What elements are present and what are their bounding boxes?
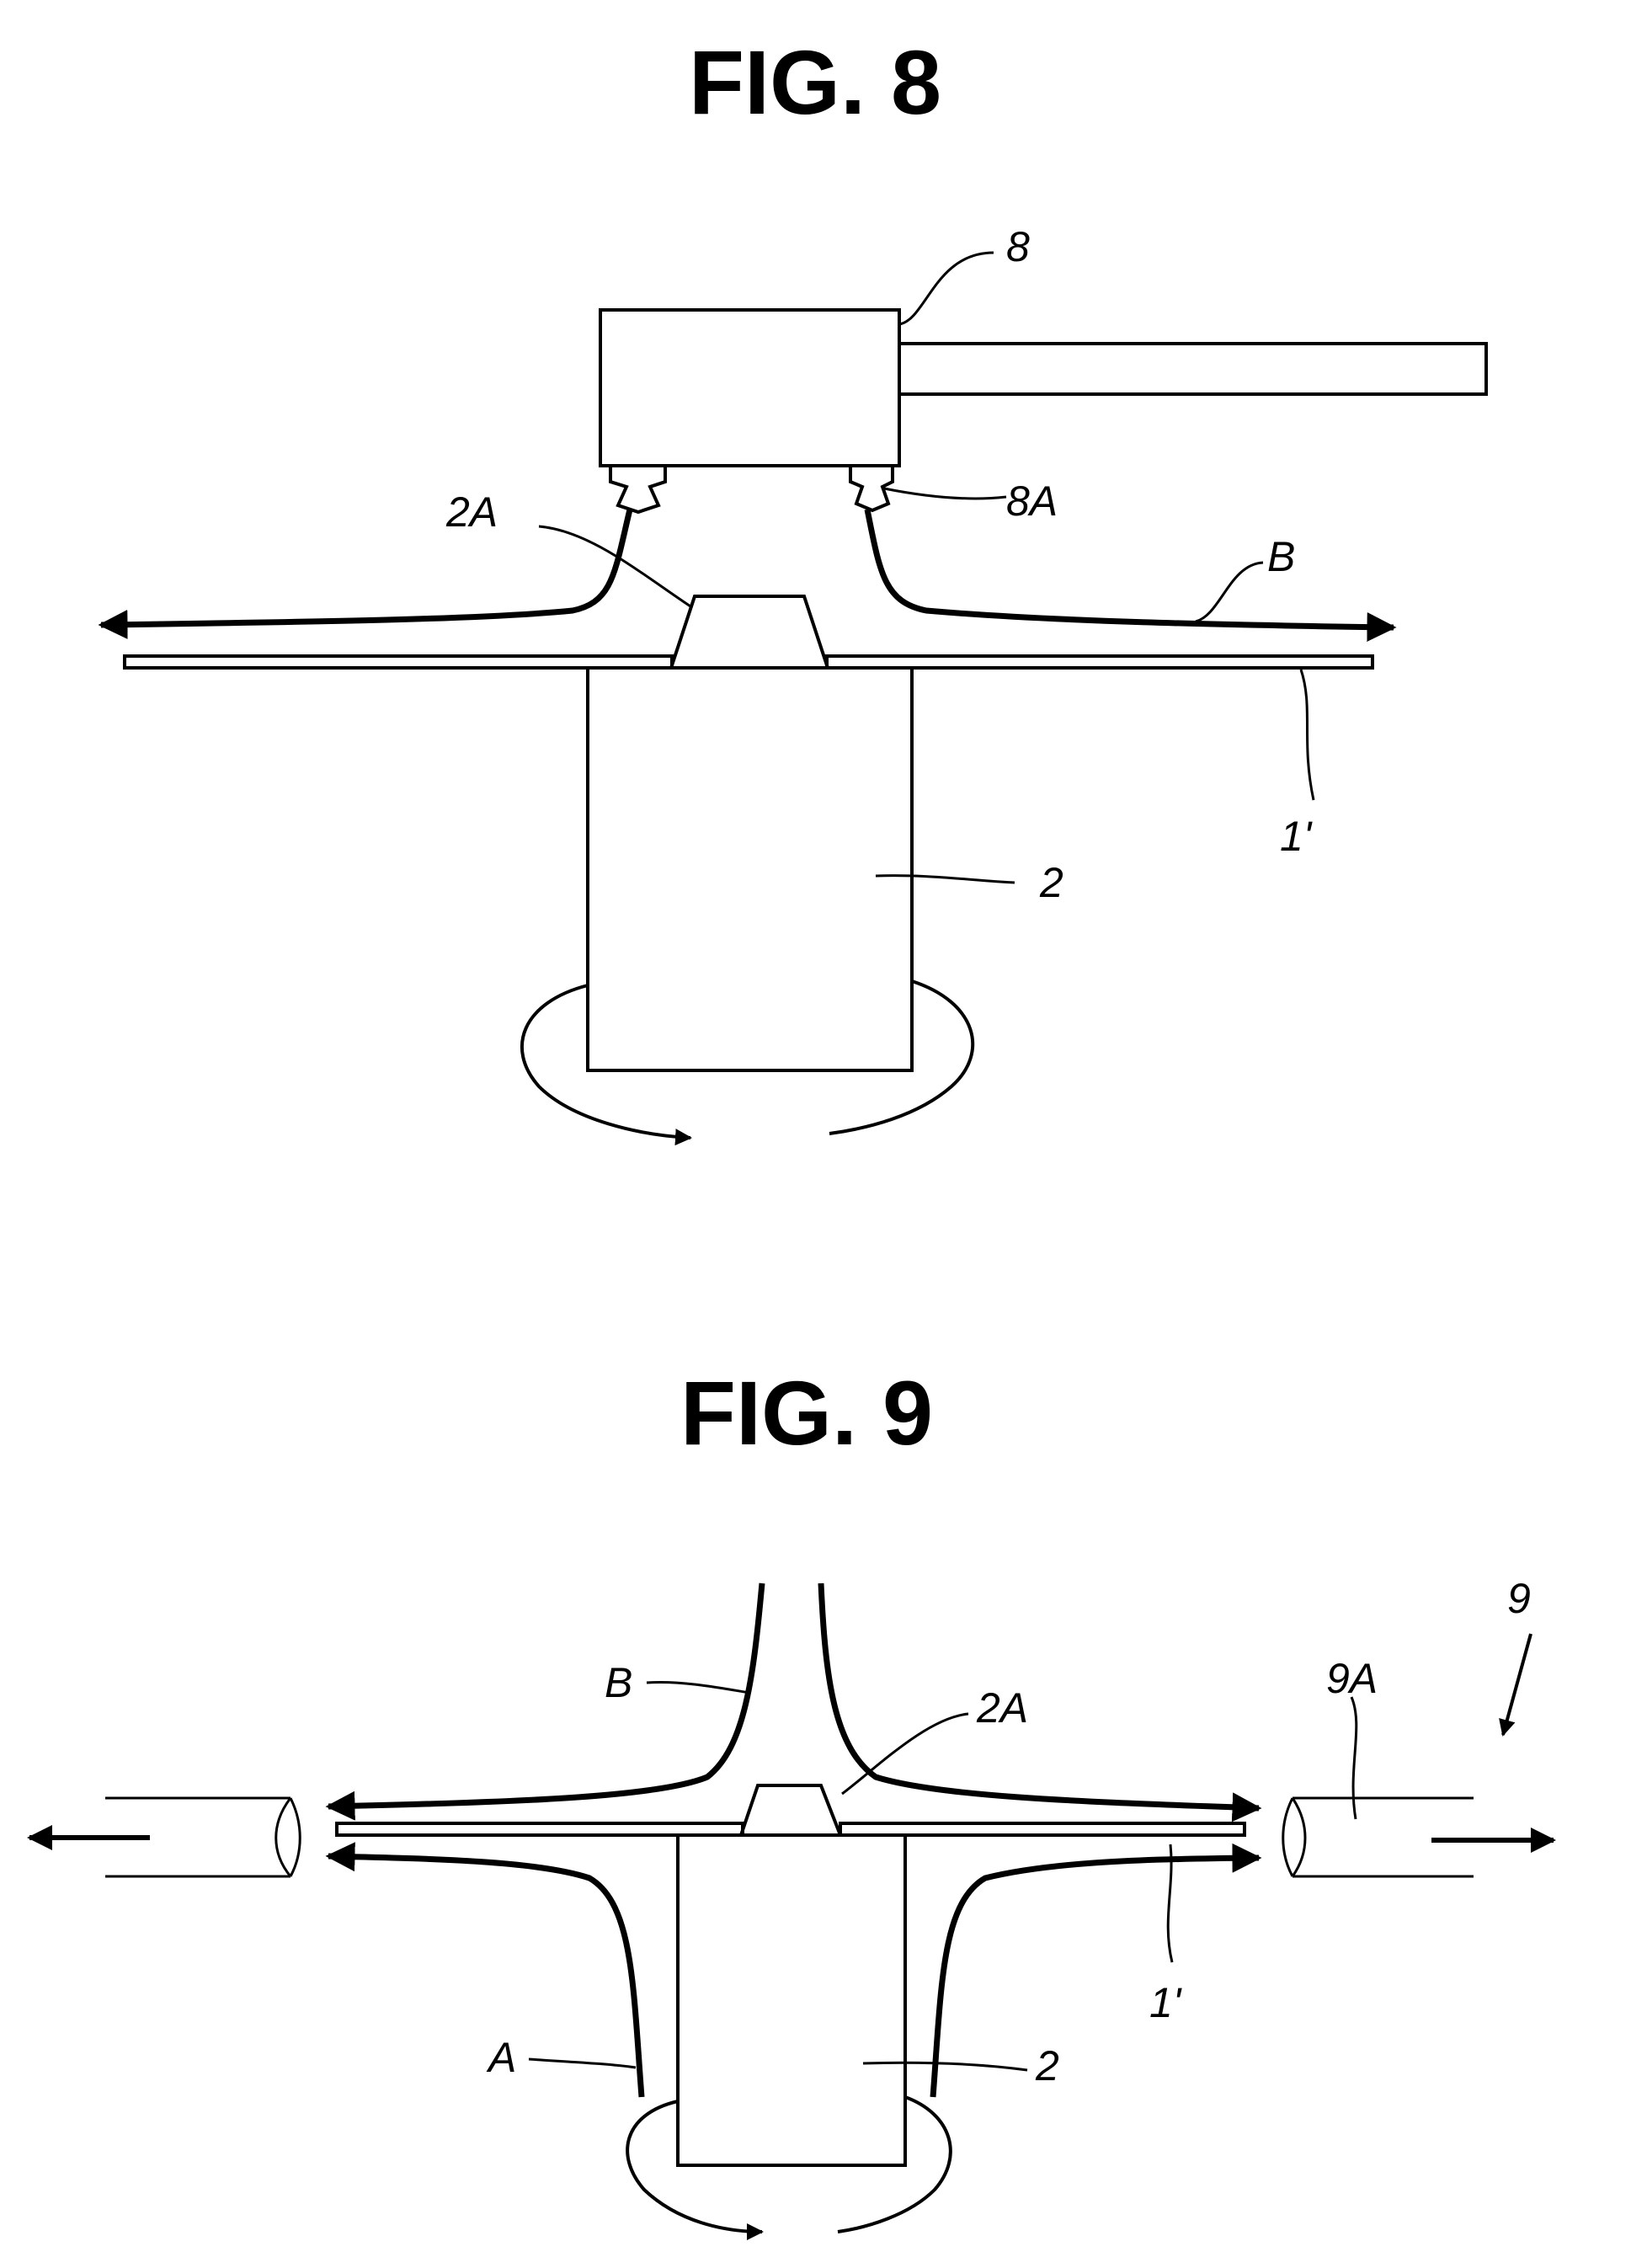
label-9a: 9A bbox=[1326, 1655, 1378, 1702]
leader-9a bbox=[1351, 1697, 1357, 1819]
exhaust-duct-9a bbox=[1283, 1798, 1474, 1876]
figure-8: FIG. 8 8 8A 2A B 1' 2 bbox=[101, 31, 1486, 1138]
leader-2-fig9 bbox=[863, 2063, 1027, 2070]
exhaust-indicator-arrow bbox=[1503, 1634, 1531, 1735]
label-2a-fig8: 2A bbox=[445, 488, 498, 536]
label-1prime-fig8: 1' bbox=[1280, 813, 1313, 860]
nozzle-tip-left bbox=[610, 466, 665, 512]
label-8: 8 bbox=[1006, 223, 1030, 270]
label-b-fig8: B bbox=[1267, 533, 1295, 580]
rotation-arrow-right bbox=[829, 981, 973, 1134]
wafer-left-segment-fig9 bbox=[337, 1823, 743, 1835]
leader-a bbox=[529, 2059, 636, 2068]
flow-b-upper-right bbox=[821, 1583, 1259, 1808]
label-8a: 8A bbox=[1006, 478, 1058, 525]
flow-a-lower-right bbox=[933, 1858, 1259, 2097]
label-2-fig8: 2 bbox=[1039, 859, 1063, 906]
wafer-right-segment bbox=[827, 656, 1372, 668]
rotation-arrow-left bbox=[522, 985, 690, 1138]
flow-b-right bbox=[867, 510, 1394, 627]
leader-2 bbox=[876, 876, 1015, 883]
leader-8 bbox=[899, 253, 994, 324]
spin-chuck-2 bbox=[588, 668, 912, 1070]
label-b-fig9: B bbox=[605, 1659, 632, 1706]
nozzle-arm bbox=[899, 344, 1486, 394]
leader-b bbox=[1196, 563, 1263, 622]
spin-chuck-2-fig9 bbox=[678, 1835, 905, 2165]
figure-8-title: FIG. 8 bbox=[689, 31, 941, 133]
flow-b-upper-left bbox=[328, 1583, 762, 1806]
leader-b-fig9 bbox=[647, 1682, 749, 1693]
nozzle-unit-8 bbox=[600, 310, 899, 466]
figure-9-title: FIG. 9 bbox=[680, 1362, 933, 1464]
flow-a-lower-left bbox=[328, 1856, 642, 2097]
spin-head-2a-fig9 bbox=[741, 1785, 840, 1835]
label-2-fig9: 2 bbox=[1035, 2042, 1059, 2089]
figure-9: FIG. 9 bbox=[29, 1362, 1554, 2232]
spin-head-2a bbox=[671, 596, 828, 668]
wafer-left-segment bbox=[125, 656, 672, 668]
leader-8a bbox=[884, 488, 1006, 499]
leader-1prime bbox=[1301, 670, 1314, 800]
label-9: 9 bbox=[1507, 1575, 1531, 1622]
label-a-fig9: A bbox=[486, 2034, 516, 2081]
label-1prime-fig9: 1' bbox=[1149, 1979, 1182, 2026]
wafer-right-segment-fig9 bbox=[840, 1823, 1245, 1835]
label-2a-fig9: 2A bbox=[976, 1684, 1028, 1732]
